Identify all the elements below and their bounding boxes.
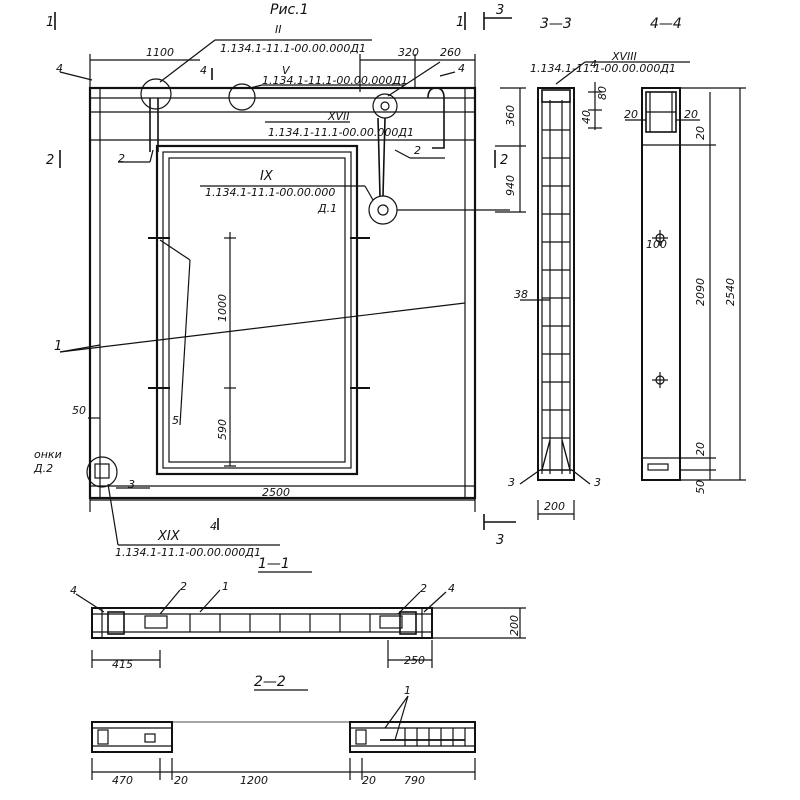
dim-3-3-40: 40 — [580, 110, 593, 124]
position-1: 1 — [54, 339, 62, 354]
position-3: 3 — [128, 478, 135, 491]
section-3-3 — [519, 61, 690, 520]
callout-V: V — [282, 64, 291, 77]
position-4-s33: 4 — [590, 58, 597, 71]
dim-2-2-790: 790 — [404, 774, 425, 787]
cut-3-bottom: 3 — [496, 533, 504, 548]
dim-4-4-20c: 20 — [694, 126, 707, 140]
cut-1-left: 1 — [46, 15, 54, 30]
section-2-2-title: 2—2 — [254, 674, 286, 690]
dim-4-4-100: 100 — [646, 238, 667, 251]
main-elevation — [54, 12, 526, 546]
dim-4-4-20d: 20 — [694, 442, 707, 456]
position-1-s22: 1 — [404, 684, 411, 697]
position-4-s11-right: 4 — [448, 582, 455, 595]
position-2-right: 2 — [414, 144, 421, 157]
position-4-left: 4 — [56, 62, 63, 75]
position-3-s33-right: 3 — [594, 476, 601, 489]
callout-II-ref: 1.134.1-11.1-00.00.000Д1 — [220, 42, 366, 55]
callout-V-ref: 1.134.1-11.1-00.00.000Д1 — [262, 74, 408, 87]
position-2-s11-right: 2 — [420, 582, 427, 595]
position-2-left: 2 — [118, 152, 125, 165]
dim-1100: 1100 — [146, 46, 174, 59]
callout-XVIII: XVIII — [611, 50, 637, 63]
cut-3-top: 3 — [496, 3, 504, 18]
dim-4-4-2090: 2090 — [694, 278, 707, 306]
dim-50: 50 — [72, 404, 86, 417]
cut-4-top: 4 — [200, 64, 207, 77]
dim-4-4-20b: 20 — [684, 108, 698, 121]
section-4-4-title: 4—4 — [650, 16, 682, 32]
callout-II: II — [275, 23, 282, 36]
dim-1-1-415: 415 — [112, 658, 133, 671]
section-3-3-title: 3—3 — [540, 16, 572, 32]
position-2-s11-left: 2 — [180, 580, 187, 593]
dim-4-4-2540: 2540 — [724, 278, 737, 306]
dim-260: 260 — [440, 46, 461, 59]
dim-360: 360 — [504, 105, 517, 126]
dim-2500: 2500 — [262, 486, 290, 499]
callout-XVII-ref: 1.134.1-11.1-00.00.000Д1 — [268, 126, 414, 139]
callout-IX-ref: 1.134.1-11.1-00.00.000 — [205, 186, 335, 199]
dim-2-2-20b: 20 — [362, 774, 376, 787]
cut-2-left: 2 — [46, 153, 54, 168]
dim-3-3-80: 80 — [596, 86, 609, 100]
dim-590: 590 — [216, 419, 229, 440]
dim-940: 940 — [504, 175, 517, 196]
section-1-1 — [75, 571, 526, 668]
cut-1-right: 1 — [456, 15, 464, 30]
dim-2-2-20a: 20 — [174, 774, 188, 787]
left-note-2: Д.2 — [33, 462, 53, 475]
figure-title: Рис.1 — [270, 2, 309, 18]
left-note-1: онки — [34, 448, 62, 461]
dim-1-1-250: 250 — [404, 654, 425, 667]
callout-XVIII-ref: 1.134.1-11.1-00.00.000Д1 — [530, 62, 676, 75]
dim-1000: 1000 — [216, 294, 229, 322]
labels: Рис.1 1 1 3 2 2 3 4 4 3—3 4—4 1—1 2—2 II… — [33, 2, 737, 787]
dim-3-3-200: 200 — [544, 500, 565, 513]
callout-XIX: XIX — [157, 529, 181, 544]
dim-4-4-20a: 20 — [624, 108, 638, 121]
cut-2-right: 2 — [500, 153, 508, 168]
dim-2-2-1200: 1200 — [240, 774, 268, 787]
section-2-2 — [91, 689, 476, 780]
callout-IX: IX — [260, 169, 274, 184]
section-1-1-title: 1—1 — [258, 556, 290, 572]
dim-2-2-470: 470 — [112, 774, 133, 787]
callout-XIX-ref: 1.134.1-11.1-00.00.000Д1 — [115, 546, 261, 559]
position-4-s11-left: 4 — [70, 584, 77, 597]
dim-1-1-200: 200 — [508, 615, 521, 636]
dim-4-4-50: 50 — [694, 480, 707, 494]
dim-320: 320 — [398, 46, 419, 59]
position-3-s33-left: 3 — [508, 476, 515, 489]
position-4-right: 4 — [458, 62, 465, 75]
position-1-s11: 1 — [222, 580, 229, 593]
callout-XVII: XVII — [327, 110, 350, 123]
position-5: 5 — [172, 414, 179, 427]
callout-IX-ref2: Д.1 — [317, 202, 337, 215]
cut-4-bottom: 4 — [210, 520, 217, 533]
section-4-4 — [625, 87, 746, 481]
dim-3-3-38: 38 — [514, 288, 528, 301]
